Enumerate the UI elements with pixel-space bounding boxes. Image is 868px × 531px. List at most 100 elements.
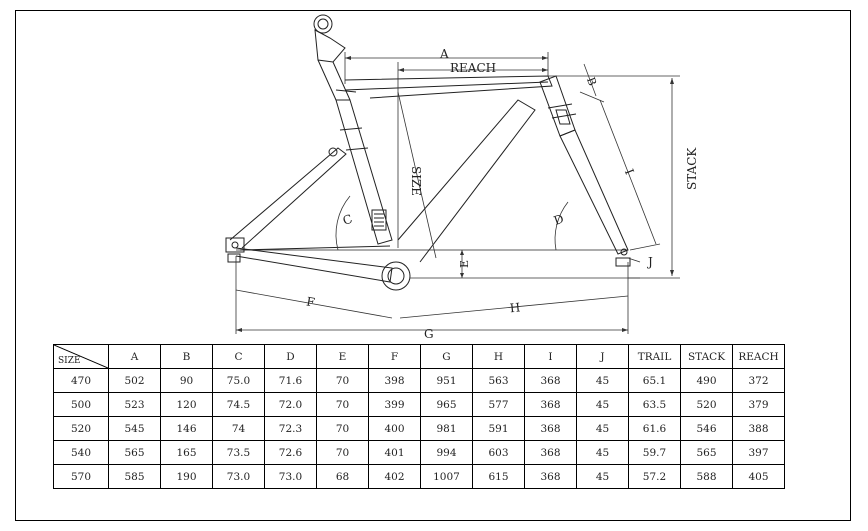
frame-border-top [15,10,851,11]
label-size: SIZE [409,166,423,196]
label-e: E [458,260,471,268]
table-cell: 59.7 [628,440,681,465]
label-c: C [341,212,354,228]
table-cell: 565 [680,440,733,465]
top-tube [344,75,553,99]
table-header: D [264,344,317,369]
table-cell: 75.0 [212,368,265,393]
table-cell: 615 [472,464,525,489]
table-cell: 368 [524,368,577,393]
table-cell: 45 [576,368,629,393]
label-reach: REACH [450,61,496,75]
label-a: A [439,47,449,61]
down-tube [397,99,536,263]
table-cell: 90 [160,368,213,393]
table-cell: 603 [472,440,525,465]
table-cell: 388 [732,416,785,441]
seat-tube [335,99,393,245]
table-cell: 379 [732,392,785,417]
table-cell: 70 [316,440,369,465]
table-header: I [524,344,577,369]
table-cell-size: 500 [53,392,109,417]
label-stack: STACK [685,147,699,190]
table-cell: 502 [108,368,161,393]
table-cell-size: 540 [53,440,109,465]
table-cell: 994 [420,440,473,465]
table-cell: 965 [420,392,473,417]
table-cell: 577 [472,392,525,417]
table-header: H [472,344,525,369]
table-cell: 45 [576,464,629,489]
table-cell: 368 [524,392,577,417]
dimension-arrows [236,56,674,332]
table-cell: 368 [524,440,577,465]
table-cell: 563 [472,368,525,393]
table-cell: 63.5 [628,392,681,417]
table-cell: 1007 [420,464,473,489]
table-cell: 57.2 [628,464,681,489]
table-cell: 70 [316,416,369,441]
table-cell: 45 [576,416,629,441]
table-cell: 61.6 [628,416,681,441]
table-cell: 546 [680,416,733,441]
label-b: B [584,76,599,88]
table-header-row: SIZE A B C D E F G H I J TRAIL STACK REA… [53,344,785,369]
table-cell: 72.6 [264,440,317,465]
label-g: G [424,327,434,341]
table-cell: 190 [160,464,213,489]
table-cell: 70 [316,392,369,417]
table-header: F [368,344,421,369]
table-cell: 368 [524,416,577,441]
label-j: J [646,255,653,269]
table-cell: 73.0 [264,464,317,489]
table-header: STACK [680,344,733,369]
table-cell: 399 [368,392,421,417]
chain-stay [235,247,393,283]
table-cell-size: 470 [53,368,109,393]
label-h: H [509,300,521,315]
table-cell: 523 [108,392,161,417]
table-header: J [576,344,629,369]
table-header: REACH [732,344,785,369]
table-cell-size: 520 [53,416,109,441]
table-cell: 72.0 [264,392,317,417]
table-cell: 398 [368,368,421,393]
fork [559,129,629,255]
table-cell: 951 [420,368,473,393]
corner-size-label: SIZE [58,356,81,366]
table-cell: 74.5 [212,392,265,417]
table-header: TRAIL [628,344,681,369]
table-cell: 585 [108,464,161,489]
table-cell: 565 [108,440,161,465]
table-cell: 73.0 [212,464,265,489]
table-cell: 70 [316,368,369,393]
seatpost [313,14,357,101]
table-header: B [160,344,213,369]
table-header: C [212,344,265,369]
table-cell: 400 [368,416,421,441]
table-cell: 45 [576,440,629,465]
table-cell: 45 [576,392,629,417]
table-cell: 73.5 [212,440,265,465]
table-cell: 68 [316,464,369,489]
table-cell: 74 [212,416,265,441]
label-d: D [552,211,566,227]
table-cell: 72.3 [264,416,317,441]
table-cell: 401 [368,440,421,465]
table-cell: 402 [368,464,421,489]
table-cell: 591 [472,416,525,441]
table-cell: 405 [732,464,785,489]
dimension-lines [235,52,680,334]
frame-border-left [15,10,16,520]
table-cell: 520 [680,392,733,417]
frame-border-bottom [15,520,851,521]
table-cell: 372 [732,368,785,393]
geometry-table: SIZE A B C D E F G H I J TRAIL STACK REA… [53,344,785,489]
